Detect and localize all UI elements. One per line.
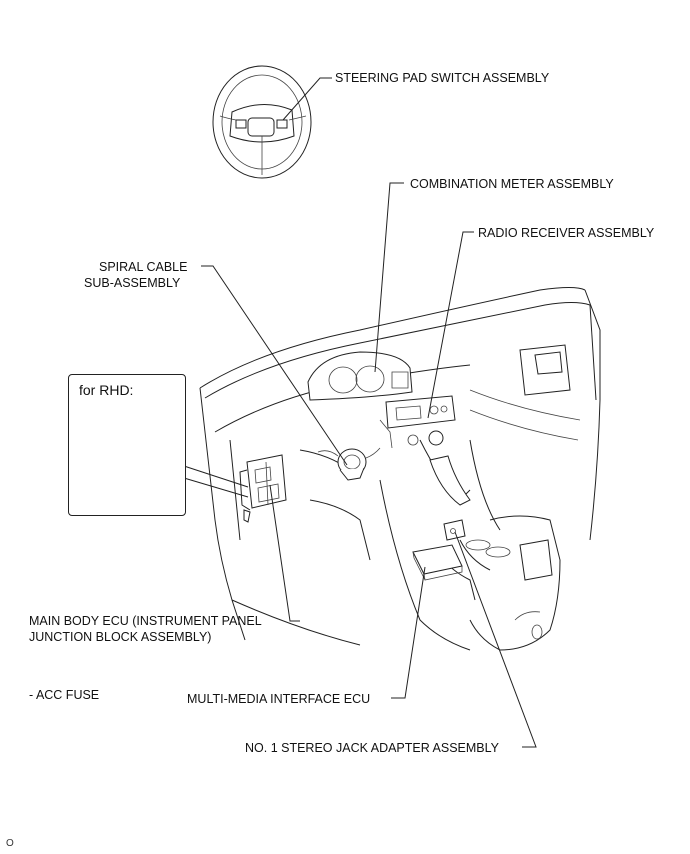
- label-acc-fuse: - ACC FUSE: [29, 688, 100, 702]
- steering-wheel-illustration: [212, 65, 312, 179]
- dashboard-illustration: [199, 287, 601, 651]
- label-spiral-cable-line2: SUB-ASSEMBLY: [84, 276, 181, 290]
- leader-combination-meter: [374, 182, 404, 373]
- leader-spiral-cable: [201, 265, 348, 466]
- label-spiral-cable-line1: SPIRAL CABLE: [99, 260, 188, 274]
- label-main-body-ecu-line1: MAIN BODY ECU (INSTRUMENT PANEL: [29, 614, 262, 628]
- rhd-inset-box: for RHD:: [68, 374, 186, 516]
- spiral-cable-illustration: [317, 447, 381, 481]
- label-multimedia-interface-ecu: MULTI-MEDIA INTERFACE ECU: [187, 692, 371, 706]
- label-main-body-ecu-line2: JUNCTION BLOCK ASSEMBLY): [29, 630, 212, 644]
- leader-stereo-jack: [454, 531, 537, 748]
- stereo-jack-illustration: [443, 519, 466, 541]
- multimedia-ecu-illustration: [412, 544, 463, 581]
- label-radio-receiver: RADIO RECEIVER ASSEMBLY: [478, 226, 655, 240]
- rhd-inset-title: for RHD:: [79, 382, 134, 398]
- leader-main-body-ecu: [269, 484, 300, 622]
- leader-rhd-box-2: [183, 477, 249, 498]
- label-stereo-jack-adapter: NO. 1 STEREO JACK ADAPTER ASSEMBLY: [245, 741, 500, 755]
- main-body-ecu-illustration: [239, 454, 287, 523]
- leader-rhd-box-1: [183, 465, 249, 488]
- leader-steering-pad: [282, 77, 332, 121]
- leader-multimedia-ecu: [391, 566, 426, 699]
- radio-receiver-illustration: [379, 395, 471, 506]
- figure-footnote: O: [6, 838, 14, 849]
- leader-radio-receiver: [427, 231, 474, 419]
- combination-meter-illustration: [307, 351, 413, 401]
- label-combination-meter: COMBINATION METER ASSEMBLY: [410, 177, 614, 191]
- label-steering-pad-switch: STEERING PAD SWITCH ASSEMBLY: [335, 71, 550, 85]
